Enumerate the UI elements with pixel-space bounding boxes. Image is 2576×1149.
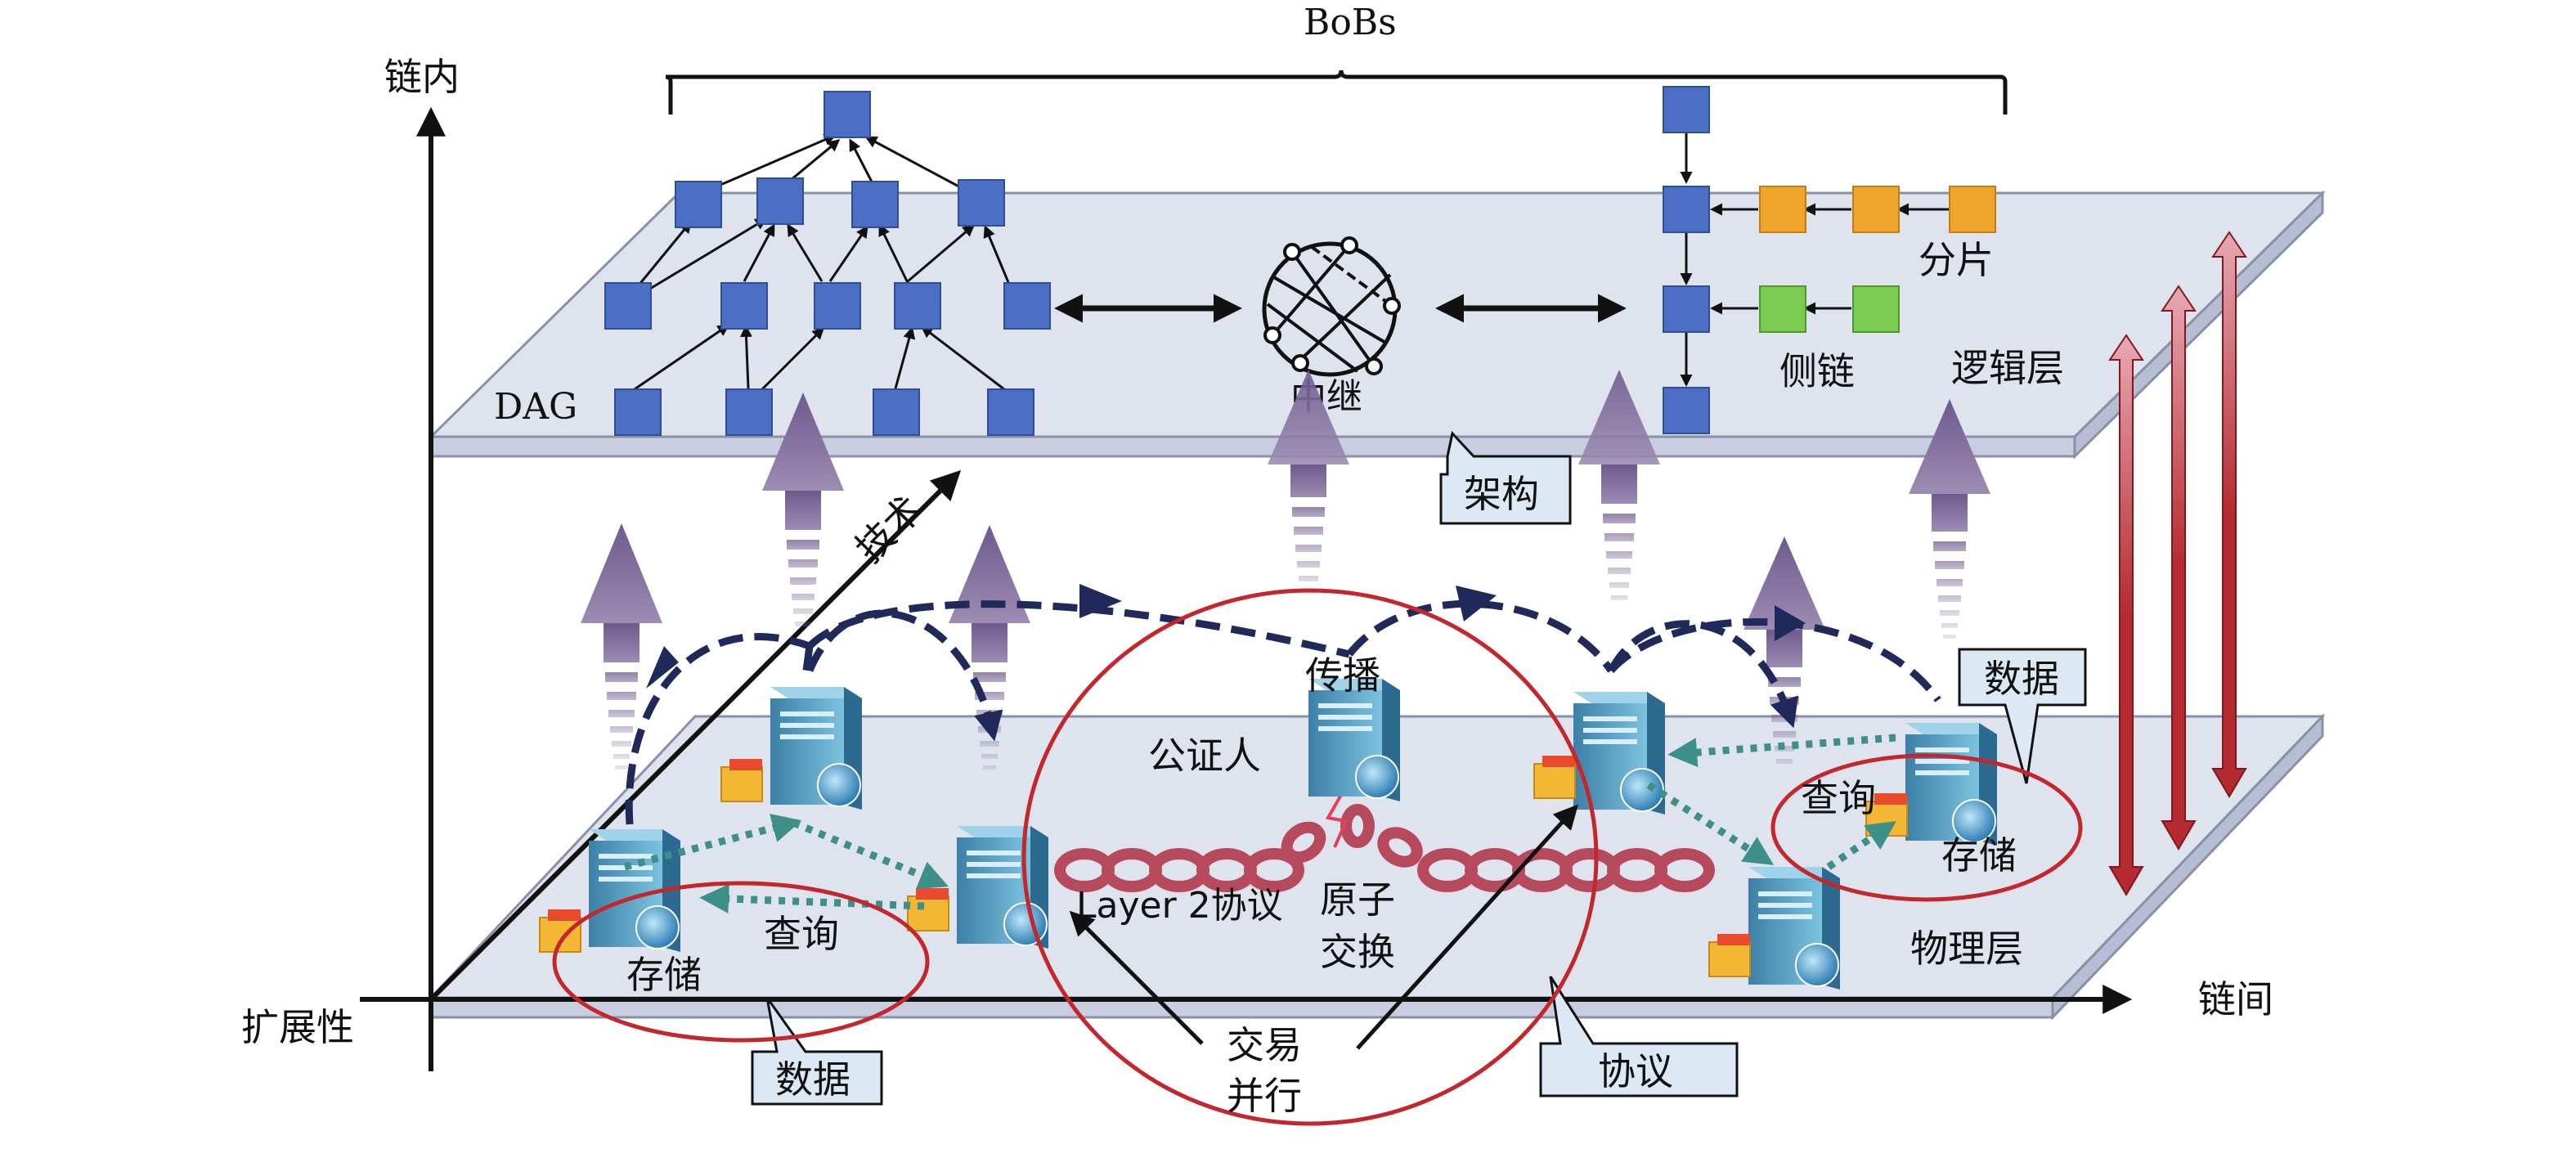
query-arrows <box>623 734 1896 913</box>
chain-break-spark <box>1325 794 1349 848</box>
vertical-double-arrow <box>2108 334 2144 896</box>
horizontal-axis-label: 链间 <box>2198 977 2273 1021</box>
dag-node <box>958 179 1005 227</box>
route-arrowheads <box>646 584 1806 689</box>
server <box>539 829 680 953</box>
logic-layer-label: 逻辑层 <box>1951 346 2064 390</box>
bobs-title: BoBs <box>1304 2 1397 43</box>
data-callout-right: 数据 <box>1958 648 2087 784</box>
propagation-routes <box>625 599 1941 825</box>
server <box>1308 679 1400 801</box>
highlight-circles <box>552 588 2083 1126</box>
axes <box>360 106 2133 1071</box>
storage-right-label: 存储 <box>1941 833 2017 877</box>
query-left-label: 查询 <box>764 912 839 956</box>
servers <box>539 679 1997 990</box>
server <box>1708 867 1840 990</box>
upward-arrow <box>581 523 662 770</box>
shard-node <box>1949 186 1996 233</box>
sidechain-node <box>1852 285 1900 333</box>
server <box>1865 723 1997 846</box>
dag-edges <box>629 133 1012 394</box>
dag-node <box>756 177 804 225</box>
physical-plane <box>428 713 2326 1021</box>
physical-layer-label: 物理层 <box>1910 927 2023 971</box>
chain-links <box>1054 804 1715 892</box>
sidechain-node <box>1759 285 1806 333</box>
dag-node <box>814 282 861 330</box>
protocol-callout-text: 协议 <box>1598 1049 1673 1093</box>
inter-layer-arrows <box>2108 231 2247 896</box>
chain-node <box>1663 186 1710 233</box>
vertical-axis-label: 链内 <box>384 55 460 99</box>
architecture-callout-text: 架构 <box>1464 472 1539 516</box>
upward-arrow <box>1909 399 1990 639</box>
storage-left-label: 存储 <box>626 953 702 997</box>
dag-node <box>873 388 920 436</box>
dag-label: DAG <box>494 386 577 428</box>
data-callout-right-text: 数据 <box>1984 657 2059 701</box>
server <box>720 687 862 810</box>
shard-nodes <box>1759 186 1996 233</box>
vertical-double-arrow <box>2211 231 2247 798</box>
parallel-tx-label-2: 并行 <box>1227 1074 1302 1118</box>
dag-node <box>725 388 773 436</box>
bobs-brace <box>665 70 2008 114</box>
atomic-swap-label-2: 交换 <box>1320 930 1395 974</box>
architecture-callout: 架构 <box>1439 430 1572 525</box>
main-chain-nodes <box>1663 86 1710 434</box>
dag-nodes <box>604 91 1051 436</box>
server <box>907 826 1048 949</box>
dag-node <box>987 388 1034 436</box>
main-chain-edges <box>1680 132 1950 387</box>
dag-node <box>824 91 871 138</box>
upward-arrow <box>762 393 844 626</box>
query-right-label: 查询 <box>1801 776 1876 820</box>
data-callout-left: 数据 <box>751 997 883 1106</box>
dag-node <box>675 181 722 228</box>
atomic-swap-label-1: 原子 <box>1320 877 1395 922</box>
dag-node <box>720 282 768 330</box>
chain-node <box>1663 387 1710 434</box>
data-callout-left-text: 数据 <box>775 1057 850 1102</box>
broadcast-label: 传播 <box>1305 653 1380 698</box>
chain-node <box>1663 86 1710 133</box>
upward-arrow <box>1578 370 1660 600</box>
transaction-arrows <box>1069 804 1579 1050</box>
diagonal-axis <box>429 469 962 1002</box>
sidechain-label: 侧链 <box>1779 349 1855 393</box>
notary-label: 公证人 <box>1148 734 1261 778</box>
dag-node <box>604 282 652 330</box>
right-storage-circle <box>1770 753 2083 902</box>
dag-node <box>1003 282 1051 330</box>
vertical-double-arrow <box>2161 285 2197 851</box>
shard-node <box>1759 186 1806 233</box>
upward-arrow <box>1268 370 1349 594</box>
left-storage-circle <box>552 881 930 1043</box>
dag-node <box>614 388 662 436</box>
upward-arrows <box>581 370 1990 770</box>
chain-node <box>1663 285 1710 333</box>
sidechain-nodes <box>1759 285 1900 333</box>
dag-node <box>851 181 899 228</box>
relay-network-icon <box>1262 236 1401 377</box>
depth-axis-label: 扩展性 <box>241 1005 354 1049</box>
logic-plane <box>428 190 2326 460</box>
center-protocol-circle <box>1021 588 1599 1126</box>
parallel-tx-label-1: 交易 <box>1227 1023 1302 1067</box>
dag-node <box>894 282 941 330</box>
upward-arrow <box>949 525 1030 770</box>
layer2-label: Layer 2协议 <box>1076 885 1283 927</box>
diagonal-axis-label: 技术 <box>846 487 931 571</box>
shard-label: 分片 <box>1919 238 1994 282</box>
protocol-callout: 协议 <box>1539 976 1739 1097</box>
shard-node <box>1852 186 1900 233</box>
